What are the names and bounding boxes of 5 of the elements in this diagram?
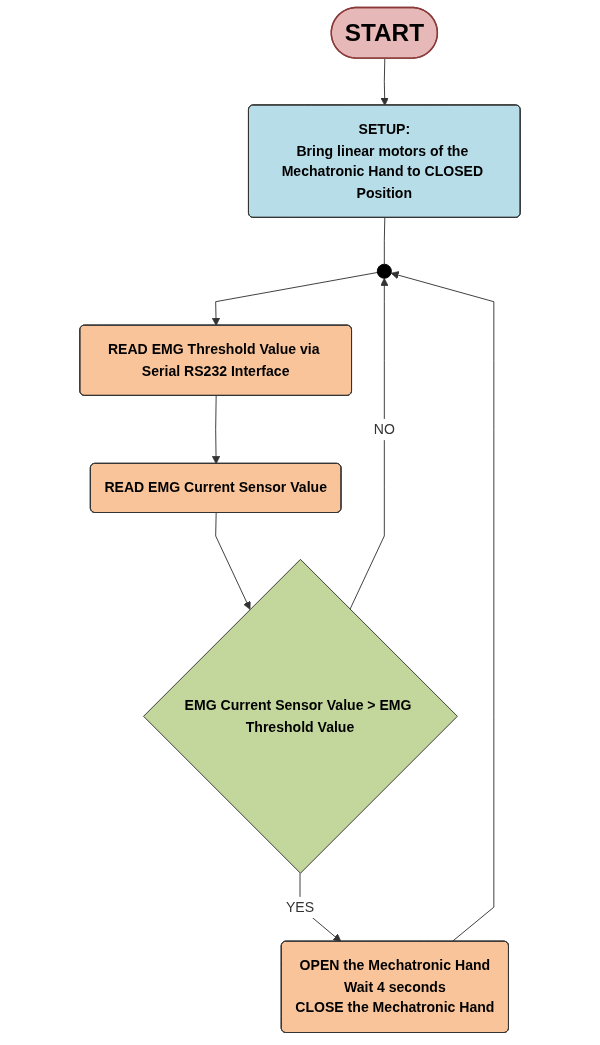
connector bbox=[383, 217, 386, 265]
edge-label: YES bbox=[285, 898, 315, 915]
node-circle bbox=[376, 263, 392, 279]
edge-label: NO bbox=[373, 420, 395, 437]
node-diamond: EMG Current Sensor Value > EMG Threshold Value bbox=[143, 558, 458, 874]
